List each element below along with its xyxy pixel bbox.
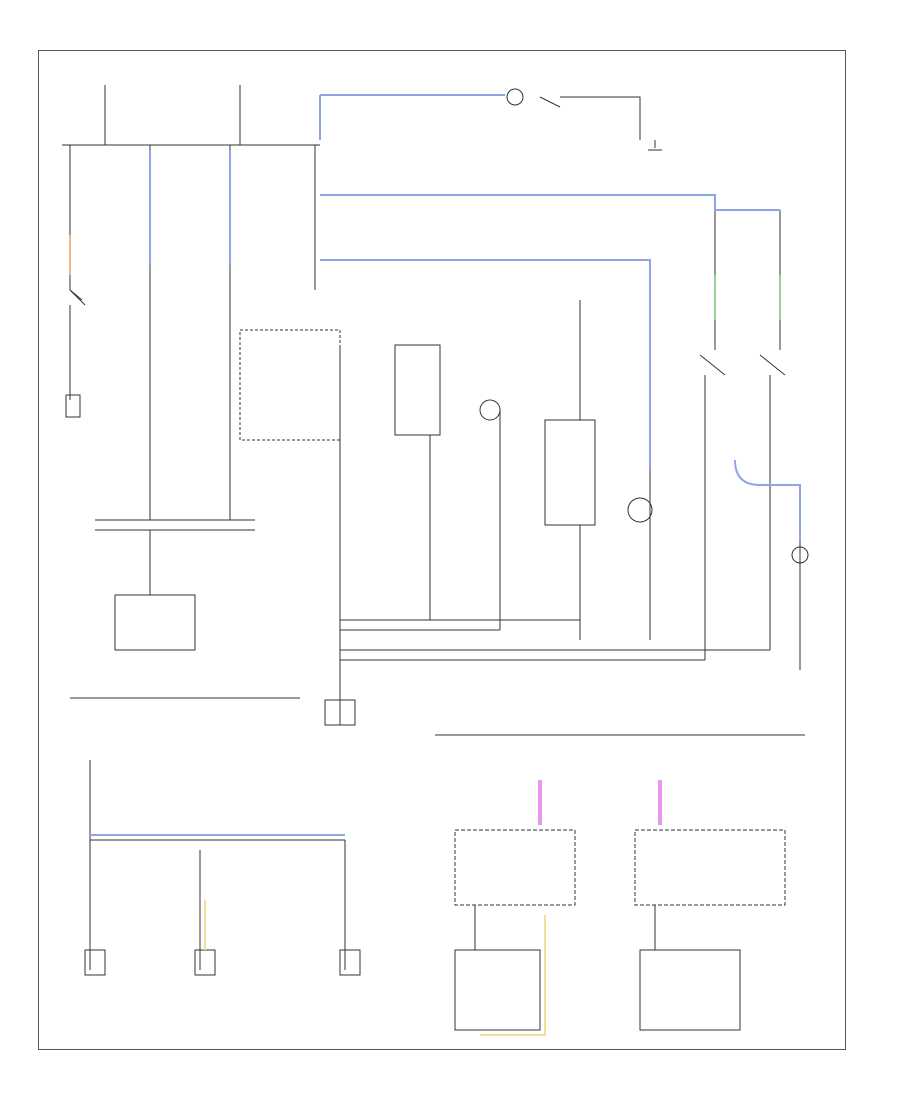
lr-switch-right (639, 949, 741, 1031)
wire-blue-ctr (320, 259, 651, 470)
switch-symbol-top (539, 96, 641, 140)
lr-module-right (634, 829, 786, 906)
lamp-1 (479, 399, 501, 421)
ll-connector-1 (84, 949, 106, 976)
ll-connector-3 (339, 949, 361, 976)
ground-symbol-1 (648, 140, 662, 151)
lr-module-left (454, 829, 576, 906)
wire-harness-1 (95, 519, 255, 531)
switch-symbol-1 (69, 289, 83, 301)
wire-blue-loop (734, 459, 801, 540)
wire-left-switch (69, 289, 86, 400)
ll-connector-2 (194, 949, 216, 976)
right-lamp (791, 546, 809, 564)
lr-switch-left (454, 949, 541, 1031)
center-connector (324, 699, 356, 726)
diagram-frame (38, 50, 846, 1050)
wire-blue-right (320, 194, 716, 210)
control-box (114, 594, 196, 651)
relay-box (239, 329, 341, 441)
wire-yellow-1 (480, 915, 546, 1036)
wire-lower-left-1 (89, 760, 345, 841)
courtesy-lamp-symbol (506, 88, 524, 106)
switch-box-2 (544, 419, 596, 526)
lamp-2 (627, 497, 653, 523)
wire-right-3 (699, 354, 786, 376)
switch-box-1 (394, 344, 441, 436)
left-connector (65, 394, 81, 418)
wire-right-4 (704, 375, 771, 660)
